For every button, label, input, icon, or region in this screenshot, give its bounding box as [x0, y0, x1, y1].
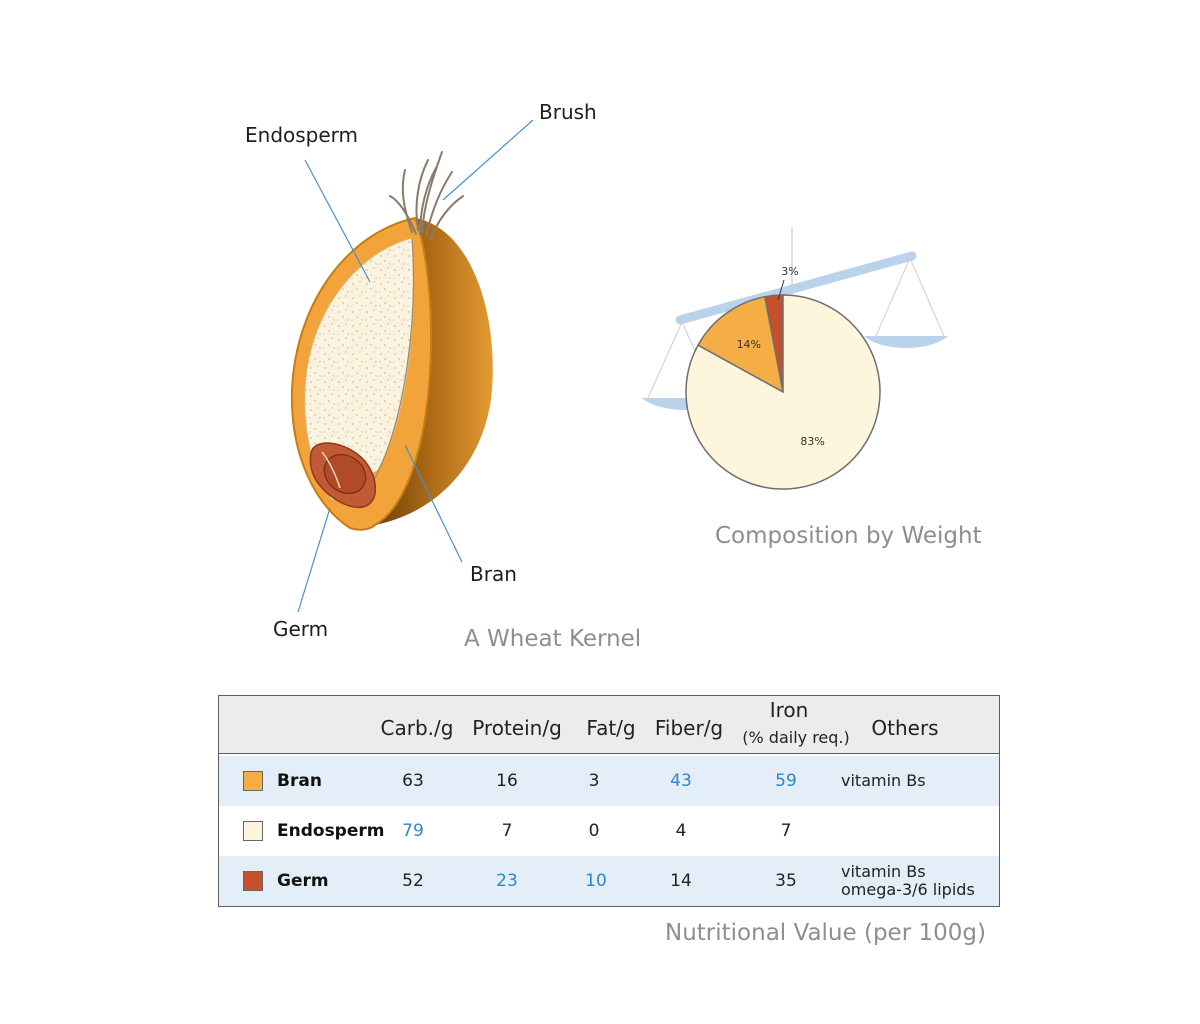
col-header-protein: Protein/g: [472, 716, 562, 740]
endosperm-fat: 0: [588, 821, 600, 841]
scale-pan-right: [864, 336, 948, 348]
germ-embryo: [309, 442, 376, 508]
germ-fiber: 14: [670, 871, 692, 891]
endosperm-iron: 7: [780, 821, 792, 841]
brush-label: Brush: [539, 100, 597, 124]
leader-lines: [297, 119, 534, 613]
illustration: 3% 14% 83%: [290, 119, 948, 613]
table-row-germ: Germ 52 23 10 14 35 vitamin Bs omega-3/6…: [219, 856, 999, 906]
composition-caption: Composition by Weight: [715, 523, 982, 549]
col-header-others: Others: [871, 716, 939, 740]
pie-label-endosperm: 83%: [800, 435, 824, 448]
col-header-iron: Iron: [769, 698, 809, 722]
pie-label-bran: 14%: [737, 338, 761, 351]
germ-carb: 52: [402, 871, 424, 891]
germ-iron: 35: [775, 871, 797, 891]
pie-slice-bran: [696, 295, 785, 394]
row-name: Germ: [277, 871, 329, 891]
bran-fiber: 43: [670, 771, 692, 791]
wheat-kernel: [290, 151, 493, 531]
germ-slice-leader: [777, 279, 785, 301]
endosperm-carb: 79: [402, 821, 424, 841]
germ-others: vitamin Bs omega-3/6 lipids: [841, 863, 975, 899]
table-row-bran: Bran 63 16 3 43 59 vitamin Bs: [219, 756, 999, 806]
bran-fat: 3: [588, 771, 600, 791]
composition-pie: 3% 14% 83%: [685, 265, 881, 490]
bran-others-line-1: vitamin Bs: [841, 771, 926, 790]
bran-protein: 16: [496, 771, 518, 791]
bran-iron: 59: [775, 771, 797, 791]
germ-others-line-1: vitamin Bs: [841, 862, 926, 881]
col-header-fiber: Fiber/g: [654, 716, 724, 740]
germ-others-line-2: omega-3/6 lipids: [841, 880, 975, 899]
endosperm-fiber: 4: [675, 821, 687, 841]
bran-others: vitamin Bs: [841, 772, 926, 790]
germ-protein: 23: [496, 871, 518, 891]
bran-label: Bran: [470, 562, 517, 586]
germ-fat: 10: [585, 871, 607, 891]
kernel-caption: A Wheat Kernel: [464, 626, 642, 652]
germ-swatch: [243, 871, 263, 891]
pie-slice-endosperm: [685, 294, 881, 490]
endosperm-protein: 7: [501, 821, 513, 841]
brush-hairs: [389, 151, 464, 241]
col-header-carb: Carb./g: [380, 716, 454, 740]
row-name: Bran: [277, 771, 322, 791]
bran-carb: 63: [402, 771, 424, 791]
table-row-endosperm: Endosperm 79 7 0 4 7: [219, 806, 999, 856]
endosperm-swatch: [243, 821, 263, 841]
pie-label-germ: 3%: [781, 265, 798, 278]
table-caption: Nutritional Value (per 100g): [665, 920, 986, 946]
table-header: Carb./g Protein/g Fat/g Fiber/g Iron (% …: [219, 696, 999, 754]
germ-label: Germ: [273, 617, 329, 641]
bran-swatch: [243, 771, 263, 791]
endosperm-label: Endosperm: [245, 123, 359, 147]
nutrition-table: Carb./g Protein/g Fat/g Fiber/g Iron (% …: [218, 695, 1000, 907]
row-name: Endosperm: [277, 821, 385, 841]
col-header-iron-sub: (% daily req.): [742, 728, 850, 747]
col-header-fat: Fat/g: [586, 716, 636, 740]
